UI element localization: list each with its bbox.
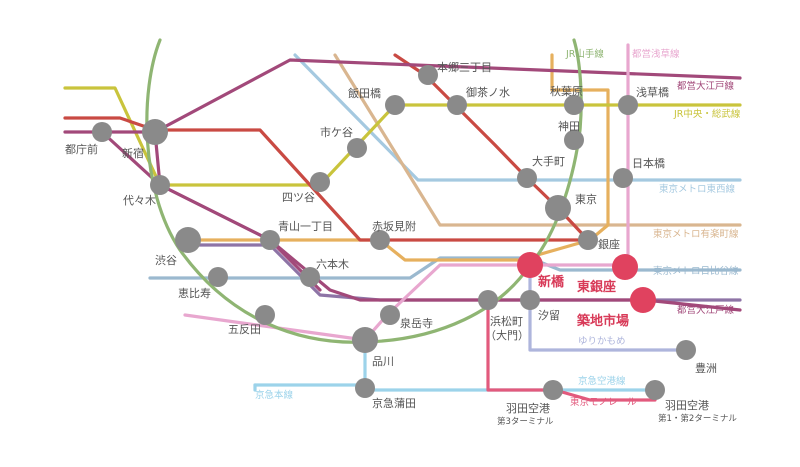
label-shiodome: 汐留 [538,308,560,322]
label-tochomae: 都庁前 [65,142,98,156]
label-shinbashi: 新橋 [538,274,565,290]
station-labels: 都庁前 新宿 代々木 渋谷 恵比寿 五反田 品川 泉岳寺 京急蒲田 六本木 青山… [65,60,737,427]
label-hibiya: 東京メトロ日比谷線 [653,265,739,277]
station-sengakuji[interactable] [380,305,400,325]
label-daimon: （大門） [485,328,529,342]
label-ochanomizu: 御茶ノ水 [466,85,510,99]
station-roppongi[interactable] [300,267,320,287]
line-labels: JR山手線 都営浅草線 都営大江戸線 JR中央・総武線 東京メトロ東西線 東京メ… [255,48,741,408]
station-hongo[interactable] [418,65,438,85]
station-ginza[interactable] [578,230,598,250]
station-akasaka[interactable] [370,230,390,250]
station-akihabara[interactable] [564,95,584,115]
label-akihabara: 秋葉原 [550,84,583,98]
label-otemachi: 大手町 [532,154,565,168]
station-otemachi[interactable] [517,168,537,188]
label-oedo-bottom: 都営大江戸線 [677,304,735,316]
label-shinagawa: 品川 [372,355,394,368]
label-roppongi: 六本木 [316,257,349,271]
line-oedo-shinjuku [100,130,322,292]
label-kanda: 神田 [558,119,580,133]
station-nihonbashi[interactable] [613,168,633,188]
label-keikyu-main: 京急本線 [255,389,294,401]
label-ichigaya: 市ケ谷 [320,125,353,139]
station-kanda[interactable] [564,130,584,150]
station-shinbashi[interactable] [517,252,543,278]
station-aoyama[interactable] [260,230,280,250]
label-tokyo: 東京 [575,192,597,206]
label-yamanote: JR山手線 [565,48,604,60]
station-yotsuya[interactable] [310,172,330,192]
station-shiodome[interactable] [520,290,540,310]
label-shinjuku: 新宿 [122,146,144,160]
label-ebisu: 恵比寿 [178,286,211,300]
label-asakusabashi: 浅草橋 [636,85,669,99]
station-shibuya[interactable] [175,227,201,253]
label-oedo-top: 都営大江戸線 [677,80,735,92]
label-haneda12: 羽田空港 [665,398,709,412]
station-haneda3[interactable] [543,380,563,400]
label-ginza: 銀座 [598,237,620,251]
label-sengakuji: 泉岳寺 [400,316,433,330]
line-keikyu-main [253,338,367,387]
label-aoyama: 青山一丁目 [278,220,333,233]
label-yotsuya: 四ツ谷 [282,191,315,204]
station-tsukiji[interactable] [630,287,656,313]
station-shinjuku[interactable] [142,119,168,145]
label-hongo: 本郷三丁目 [437,60,492,74]
station-ebisu[interactable] [208,267,228,287]
label-toyosu: 豊洲 [695,362,717,375]
label-higashiginza: 東銀座 [577,279,616,295]
label-akasaka: 赤坂見附 [372,219,416,233]
station-hamamatsucho[interactable] [478,290,498,310]
label-nihonbashi: 日本橋 [632,156,665,170]
line-yamanote [145,38,583,344]
label-hamamatsucho: 浜松町 [490,314,523,328]
label-yoyogi: 代々木 [123,194,156,207]
station-keikyu-kamata[interactable] [355,378,375,398]
station-tochomae[interactable] [92,122,112,142]
label-haneda3-sub: 第3ターミナル [497,416,554,427]
label-keikyu-kamata: 京急蒲田 [372,396,416,410]
label-asakusa: 都営浅草線 [632,48,680,60]
label-yurikamome: ゆりかもめ [578,336,626,347]
label-tsukiji: 築地市場 [576,313,629,329]
station-toyosu[interactable] [676,340,696,360]
label-monorail: 東京モノレール [570,396,637,408]
station-ochanomizu[interactable] [447,95,467,115]
station-tokyo[interactable] [545,195,571,221]
station-markers [92,65,696,400]
label-iidabashi: 飯田橋 [348,86,381,100]
station-gotanda[interactable] [255,305,275,325]
label-chuo: JR中央・総武線 [673,108,741,120]
station-haneda12[interactable] [645,380,665,400]
line-hibiya [148,256,742,280]
label-haneda3: 羽田空港 [506,401,550,415]
label-keikyu-airport: 京急空港線 [578,375,626,387]
line-yurakucho [333,53,742,227]
station-higashiginza[interactable] [612,254,638,280]
station-iidabashi[interactable] [385,95,405,115]
station-shinagawa[interactable] [352,327,378,353]
label-tozai: 東京メトロ東西線 [659,183,736,195]
station-asakusabashi[interactable] [618,95,638,115]
station-ichigaya[interactable] [347,138,367,158]
label-shibuya: 渋谷 [155,254,177,267]
station-yoyogi[interactable] [150,175,170,195]
label-yurakucho: 東京メトロ有楽町線 [653,228,739,240]
label-gotanda: 五反田 [228,323,261,336]
label-haneda12-sub: 第1・第2ターミナル [658,413,737,424]
